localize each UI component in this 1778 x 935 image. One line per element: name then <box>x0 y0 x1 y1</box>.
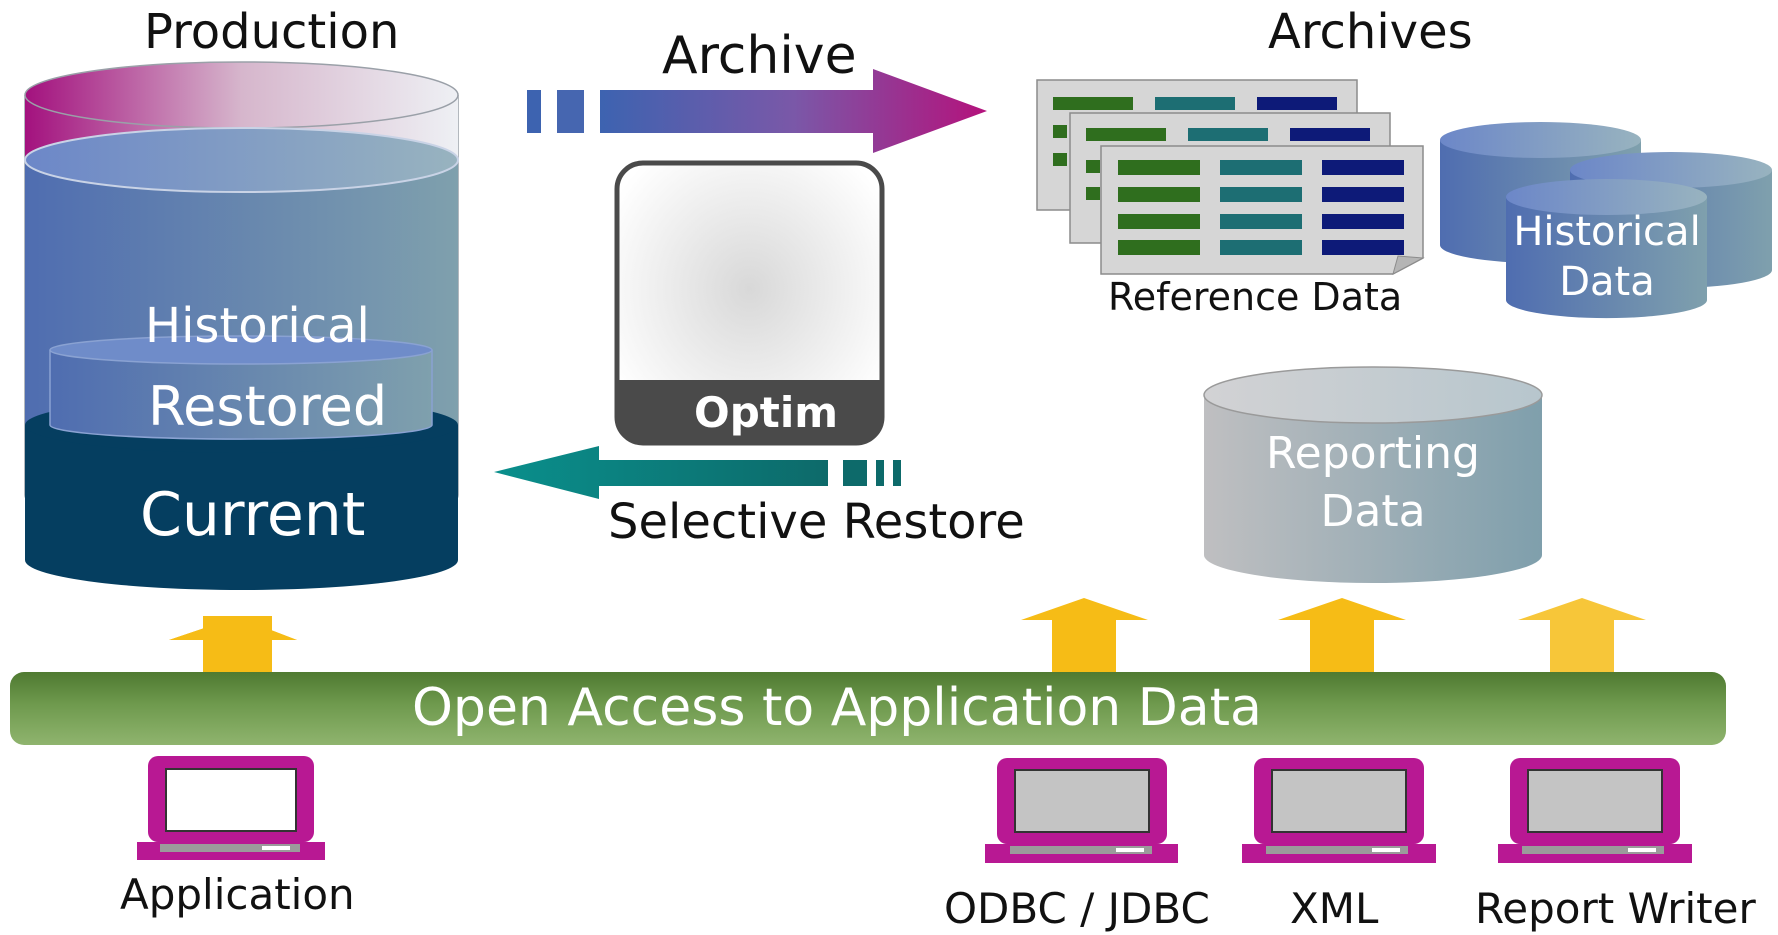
archive-arrow <box>527 69 987 153</box>
production-database-cylinder <box>24 61 459 591</box>
laptop-icon-odbc-jdbc <box>985 758 1178 863</box>
reporting-data-label-line1: Reporting <box>1266 428 1480 479</box>
selective-restore-label: Selective Restore <box>608 494 1025 550</box>
archives-header: Archives <box>1268 4 1473 60</box>
open-access-bar-label: Open Access to Application Data <box>412 678 1262 738</box>
client-label-odbc-jdbc: ODBC / JDBC <box>944 884 1210 933</box>
laptop-icon-application <box>137 756 325 860</box>
up-arrow-report-writer <box>1518 598 1646 684</box>
production-header: Production <box>144 4 400 60</box>
reporting-data-cylinder <box>1203 366 1543 583</box>
optim-label: Optim <box>694 388 839 437</box>
historical-data-label-line1: Historical <box>1513 209 1701 255</box>
up-arrow-xml <box>1278 598 1406 684</box>
optim-box <box>614 160 885 446</box>
laptop-icon-xml <box>1242 758 1436 863</box>
historical-layer-label: Historical <box>145 298 370 354</box>
reference-data-sheets <box>1036 79 1425 275</box>
client-label-xml: XML <box>1290 884 1379 933</box>
laptop-icon-report-writer <box>1498 758 1692 863</box>
up-arrow-odbc <box>1021 598 1148 684</box>
open-access-bar <box>10 672 1726 745</box>
selective-restore-arrow <box>494 446 901 499</box>
reference-data-label: Reference Data <box>1108 275 1403 319</box>
historical-data-label-line2: Data <box>1559 259 1655 305</box>
client-label-report-writer: Report Writer <box>1475 884 1756 933</box>
historical-data-cylinders <box>1440 122 1772 319</box>
archive-arrow-label: Archive <box>662 26 857 86</box>
reporting-data-label-line2: Data <box>1320 486 1426 537</box>
current-layer-label: Current <box>140 480 366 550</box>
client-label-application: Application <box>120 870 355 919</box>
restored-layer-label: Restored <box>148 375 388 438</box>
